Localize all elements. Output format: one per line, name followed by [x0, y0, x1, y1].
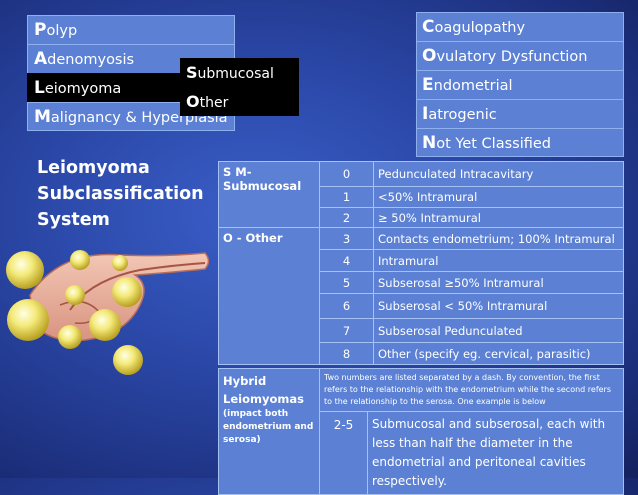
fibroid-ball — [112, 277, 142, 307]
classification-table: S M- Submucosal 0 Pedunculated Intracavi… — [218, 161, 624, 365]
group-label-submucosal: S M- Submucosal — [218, 161, 320, 228]
fibroid-ball — [65, 285, 85, 305]
table-row: 6 Subserosal < 50% Intramural — [219, 293, 624, 319]
fibroid-ball — [112, 255, 128, 271]
coein-item-iatrogenic[interactable]: Iatrogenic — [416, 99, 624, 128]
fibroid-ball — [7, 299, 49, 341]
coein-item-coagulopathy[interactable]: Coagulopathy — [416, 12, 624, 41]
fibroid-ball — [70, 250, 90, 270]
hybrid-note: Two numbers are listed separated by a da… — [319, 368, 624, 412]
table-row: S M- Submucosal 0 Pedunculated Intracavi… — [218, 161, 624, 228]
table-row: 5 Subserosal ≥50% Intramural — [219, 271, 624, 294]
table-row: 2 ≥ 50% Intramural — [219, 207, 624, 228]
table-row: 7 Subserosal Pedunculated — [219, 318, 624, 343]
group-label-other: O - Other — [218, 227, 320, 365]
table-row: 4 Intramural — [219, 249, 624, 272]
coein-item-ovulatory[interactable]: Ovulatory Dysfunction — [416, 41, 624, 70]
submenu-item-submucosal[interactable]: Submucosal — [186, 63, 274, 82]
fibroid-ball — [58, 325, 82, 349]
leiomyoma-submenu: Submucosal Other — [180, 58, 299, 116]
hybrid-number: 2-5 — [319, 411, 368, 495]
slide-title: Leiomyoma Subclassification System — [37, 158, 204, 230]
table-row: O - Other 3 Contacts endometrium; 100% I… — [218, 227, 624, 365]
hybrid-description: Submucosal and subserosal, each with les… — [367, 411, 624, 495]
fibroid-ball — [89, 309, 121, 341]
table-row: 8 Other (specify eg. cervical, parasitic… — [219, 342, 624, 365]
coein-list: Coagulopathy Ovulatory Dysfunction Endom… — [416, 12, 624, 157]
hybrid-table: Hybrid Leiomyomas (impact both endometri… — [218, 368, 624, 495]
fibroid-ball — [6, 251, 44, 289]
uterus-fibroid-illustration — [6, 250, 210, 375]
submenu-item-other[interactable]: Other — [186, 92, 229, 111]
table-row: Hybrid Leiomyomas (impact both endometri… — [218, 368, 624, 495]
fibroid-ball — [113, 345, 143, 375]
hybrid-label: Hybrid Leiomyomas (impact both endometri… — [218, 368, 320, 495]
coein-item-not-yet-classified[interactable]: Not Yet Classified — [416, 128, 624, 157]
coein-item-endometrial[interactable]: Endometrial — [416, 70, 624, 99]
palm-item-polyp[interactable]: Polyp — [27, 15, 235, 44]
